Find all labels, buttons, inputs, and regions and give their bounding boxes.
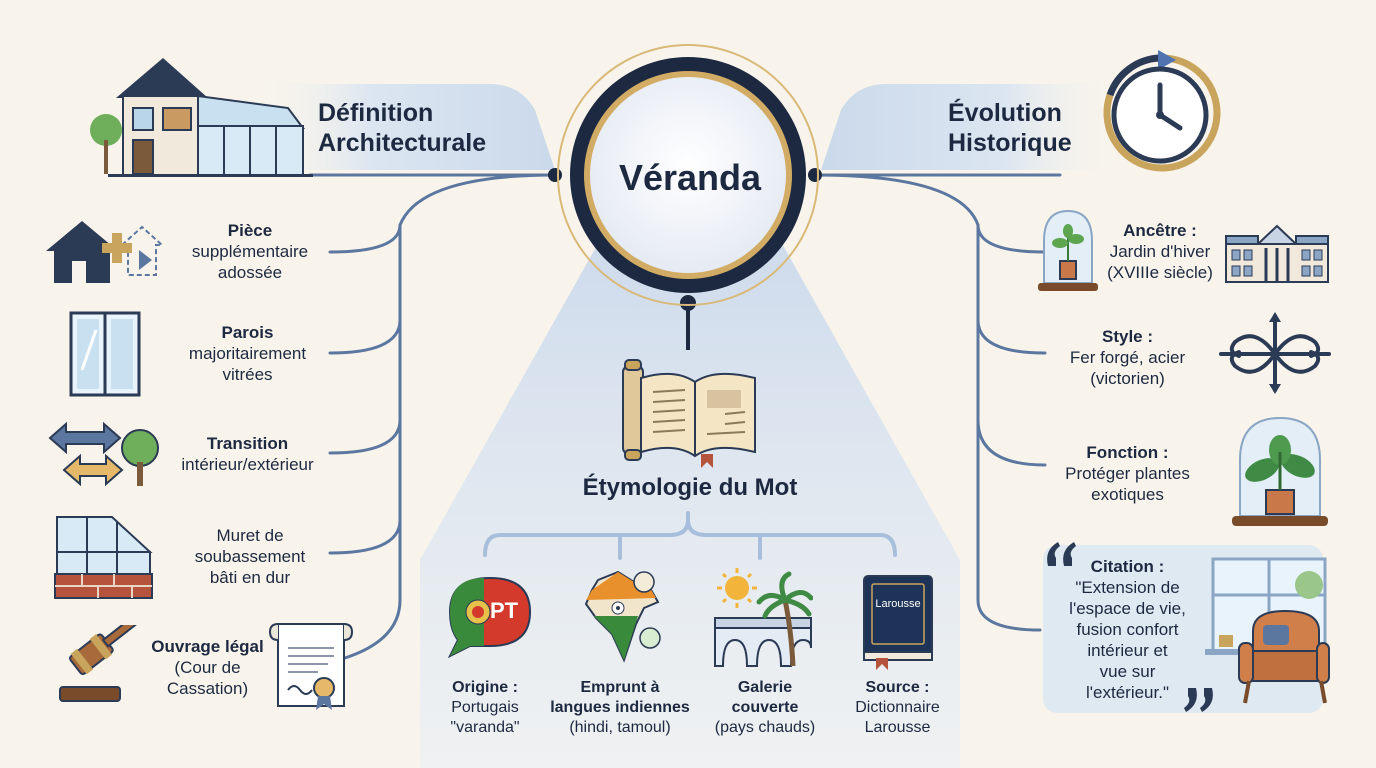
india-map-icon — [584, 570, 661, 663]
exotic-plant-jar-icon — [1232, 416, 1328, 526]
etymology-item-source: Source : Dictionnaire Larousse — [855, 679, 940, 736]
portugal-badge-label: PT — [490, 598, 519, 623]
house-veranda-icon — [90, 58, 313, 177]
right-quote: Citation : "Extension de l'espace de vie… — [1069, 557, 1186, 702]
central-hub — [557, 44, 819, 306]
legal-document-icon — [268, 623, 353, 710]
left-heading-line2: Architecturale — [318, 129, 487, 157]
right-branch-lines — [813, 173, 1062, 632]
right-item-ancestor: Ancêtre : Jardin d'hiver (XVIIIe siècle) — [1107, 221, 1213, 282]
gavel-icon — [59, 625, 140, 702]
etymology-item-gallery: Galerie couverte (pays chauds) — [714, 679, 816, 736]
etymology-panel — [420, 240, 960, 768]
larousse-book-icon: Larousse — [858, 572, 936, 670]
left-item-transition: Transition intérieur/extérieur — [181, 434, 314, 474]
glass-veranda-icon — [54, 516, 153, 599]
left-heading: Définition Architecturale — [318, 98, 486, 158]
clock-icon — [1103, 50, 1221, 172]
etymology-item-borrowing: Emprunt à langues indiennes (hindi, tamo… — [550, 679, 690, 736]
left-item-glazed-walls: Parois majoritairement vitrées — [188, 323, 307, 384]
open-book-icon — [622, 359, 756, 468]
larousse-badge-label: Larousse — [875, 598, 921, 610]
right-heading-line1: Évolution — [948, 99, 1062, 127]
center-title: Véranda — [618, 157, 762, 198]
right-item-function: Fonction : Protéger plantes exotiques — [1065, 443, 1190, 504]
tropical-gallery-icon — [714, 568, 813, 667]
right-item-style: Style : Fer forgé, acier (victorien) — [1069, 327, 1186, 388]
right-heading-line2: Historique — [948, 129, 1072, 157]
left-item-legal-work: Ouvrage légal (Cour de Cassation) — [151, 637, 264, 698]
house-extension-icon — [46, 221, 165, 283]
right-heading-tab — [821, 80, 1126, 170]
armchair-window-icon — [1205, 557, 1330, 704]
close-quote-icon — [1184, 688, 1213, 712]
wrought-iron-ornament-icon — [1219, 312, 1331, 394]
left-item-low-wall: Muret de soubassement bâti en dur — [194, 526, 306, 587]
left-branch-lines — [308, 173, 557, 660]
transition-arrows-icon — [48, 421, 159, 487]
etymology-title: Étymologie du Mot — [582, 474, 798, 501]
left-heading-tab — [250, 80, 555, 170]
window-icon — [69, 311, 141, 397]
open-quote-icon — [1047, 542, 1076, 566]
left-item-attached-room: Pièce supplémentaire adossée — [191, 221, 309, 282]
manor-building-icon — [1225, 224, 1329, 283]
right-heading: Évolution Historique — [948, 98, 1072, 158]
etymology-item-origin: Origine : Portugais "varanda" — [450, 679, 520, 736]
left-heading-line1: Définition — [318, 99, 434, 127]
etymology-bracket — [483, 511, 897, 560]
bell-jar-plant-icon — [1038, 209, 1098, 291]
portugal-bubble-icon: PT — [440, 572, 534, 658]
